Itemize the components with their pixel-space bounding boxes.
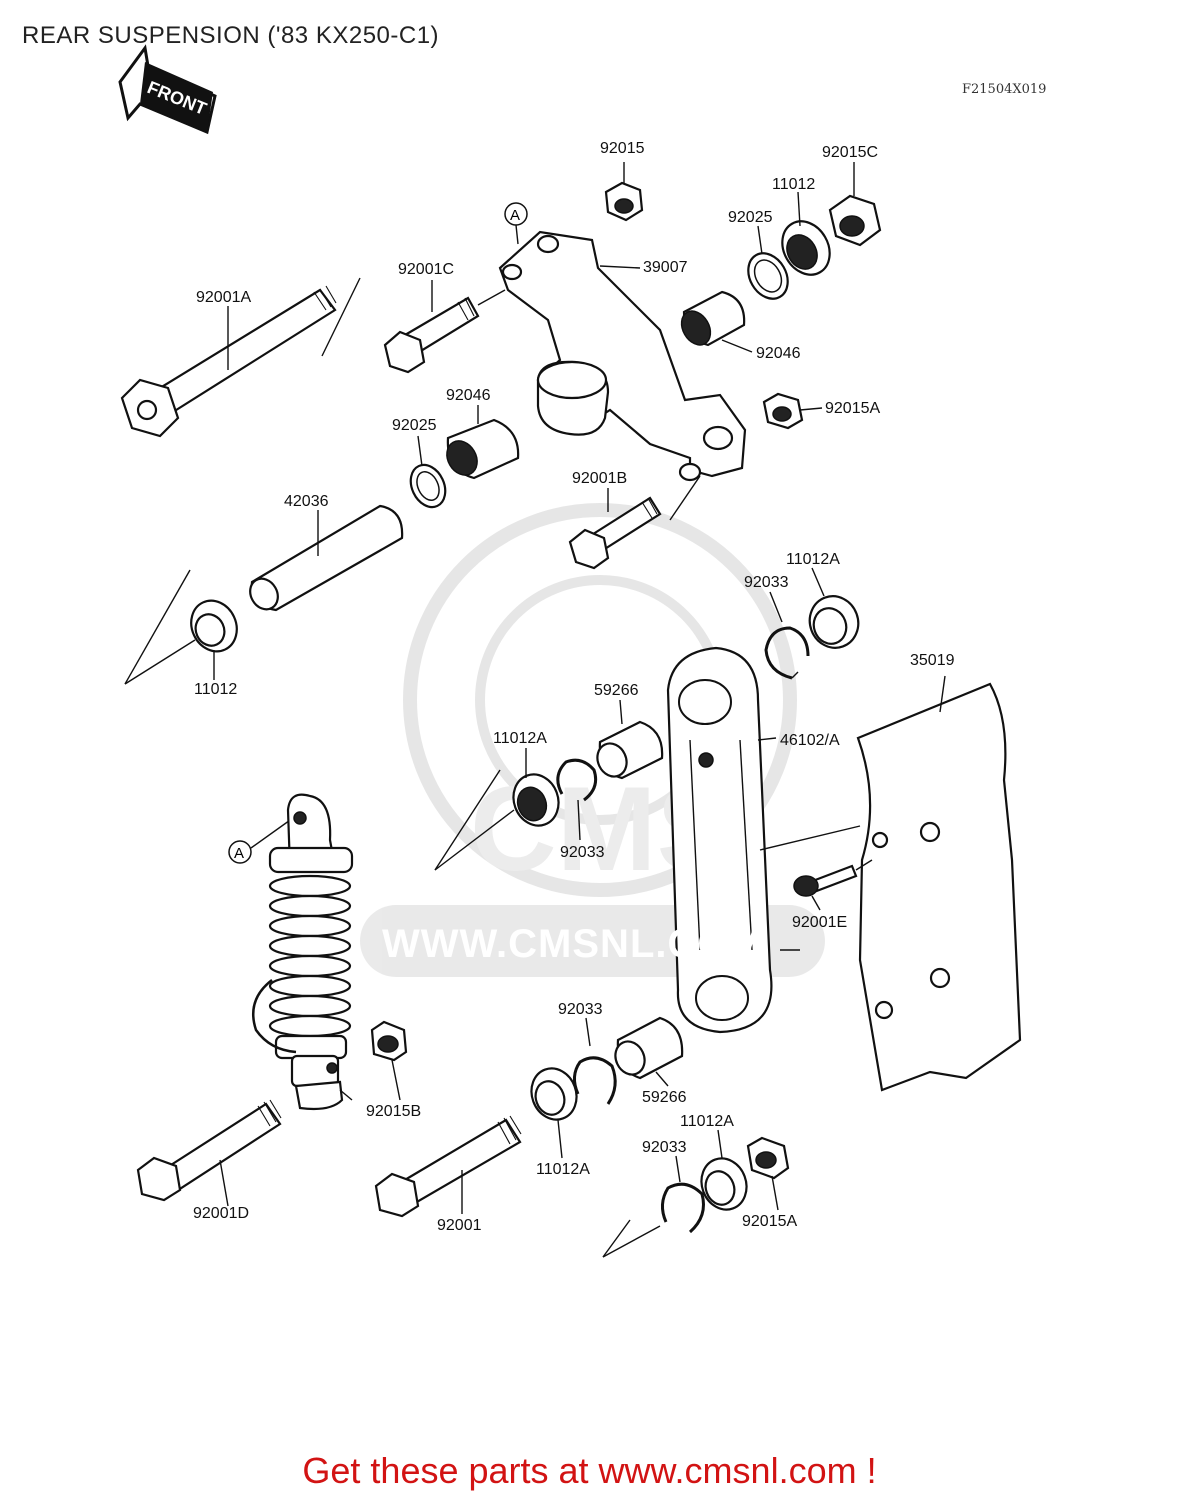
part-label[interactable]: 92025 xyxy=(392,417,437,434)
circlip-92033-bottom xyxy=(602,1182,705,1258)
page-title: REAR SUSPENSION ('83 KX250-C1) xyxy=(22,22,440,49)
part-label[interactable]: 92001D xyxy=(193,1205,250,1222)
tie-rod-46102a xyxy=(666,646,800,1034)
part-label[interactable]: 11012 xyxy=(772,176,816,193)
bolt-92001a xyxy=(120,277,361,438)
part-label[interactable]: 11012A xyxy=(786,551,840,568)
part-label[interactable]: 11012A xyxy=(536,1161,590,1178)
part-label[interactable]: 92001A xyxy=(196,289,252,306)
part-label[interactable]: 92033 xyxy=(558,1001,603,1018)
collar-59266-low xyxy=(614,1016,684,1080)
ref-marker-a-shock: A xyxy=(228,817,294,864)
bolt-92001 xyxy=(374,1115,522,1218)
shock-absorber xyxy=(252,793,354,1111)
rocker-arm-39007 xyxy=(498,230,747,521)
part-label[interactable]: 11012 xyxy=(194,681,238,698)
svg-text:A: A xyxy=(510,207,520,224)
figure-code: F21504X019 xyxy=(962,82,1047,97)
part-label[interactable]: 35019 xyxy=(910,652,955,669)
nut-92015a-bottom xyxy=(746,1136,790,1180)
bushing-92046-left xyxy=(446,418,520,480)
part-label[interactable]: 92001E xyxy=(792,914,848,931)
part-label[interactable]: 92033 xyxy=(560,844,605,861)
part-label[interactable]: 92001B xyxy=(572,470,628,487)
collar-59266-top xyxy=(596,720,664,780)
part-label[interactable]: 92001 xyxy=(437,1217,482,1234)
part-label[interactable]: 92001C xyxy=(398,261,455,278)
seal-11012a-mid xyxy=(434,769,560,871)
seal-11012a-low xyxy=(530,1067,578,1121)
part-label[interactable]: 46102/A xyxy=(780,732,840,749)
nut-92015a-top xyxy=(762,392,823,430)
part-label[interactable]: 92015A xyxy=(825,400,881,417)
part-label[interactable]: 39007 xyxy=(643,259,688,276)
part-label[interactable]: 92015A xyxy=(742,1213,798,1230)
part-label[interactable]: 59266 xyxy=(642,1089,687,1106)
part-label[interactable]: 42036 xyxy=(284,493,329,510)
footer-link[interactable]: Get these parts at www.cmsnl.com ! xyxy=(302,1450,877,1491)
washer-92025-left xyxy=(409,463,447,509)
nut-92015c xyxy=(828,194,882,247)
bushing-92046-right xyxy=(680,290,753,353)
part-label[interactable]: 92033 xyxy=(744,574,789,591)
part-label[interactable]: 92015C xyxy=(822,144,879,161)
part-label[interactable]: 92015 xyxy=(600,140,645,157)
part-label[interactable]: 92046 xyxy=(446,387,491,404)
seal-11012a-top xyxy=(808,595,860,649)
seal-11012a-bottom xyxy=(700,1157,748,1211)
front-arrow-icon: FRONT xyxy=(118,44,217,135)
part-label[interactable]: 11012A xyxy=(680,1113,734,1130)
part-label[interactable]: 92015B xyxy=(366,1103,422,1120)
bolt-92001b xyxy=(568,496,662,570)
sleeve-42036 xyxy=(249,504,404,612)
svg-text:A: A xyxy=(234,845,244,862)
part-label[interactable]: 92025 xyxy=(728,209,773,226)
watermark-text: WWW.CMSNL.COM xyxy=(382,922,764,966)
circlip-92033-low xyxy=(573,1056,617,1105)
seal-11012-left xyxy=(124,569,238,685)
circlip-92033-top xyxy=(764,626,810,680)
washer-92025-top xyxy=(747,252,789,300)
bolt-92001e xyxy=(793,859,873,897)
circlip-92033-mid xyxy=(556,758,598,802)
bolt-92001c xyxy=(383,289,506,374)
part-label[interactable]: 92046 xyxy=(756,345,801,362)
part-label[interactable]: 59266 xyxy=(594,682,639,699)
shock-spring xyxy=(268,874,352,1038)
guard-35019 xyxy=(759,675,1022,1092)
part-label[interactable]: 92033 xyxy=(642,1139,687,1156)
ref-marker-a-top: A xyxy=(504,202,528,245)
nut-92015b xyxy=(370,1020,408,1062)
nut-92015 xyxy=(604,181,644,222)
seal-11012-top xyxy=(781,220,831,276)
part-label[interactable]: 11012A xyxy=(493,730,547,747)
leader-lines xyxy=(213,162,855,1214)
bolt-92001d xyxy=(136,1099,282,1202)
